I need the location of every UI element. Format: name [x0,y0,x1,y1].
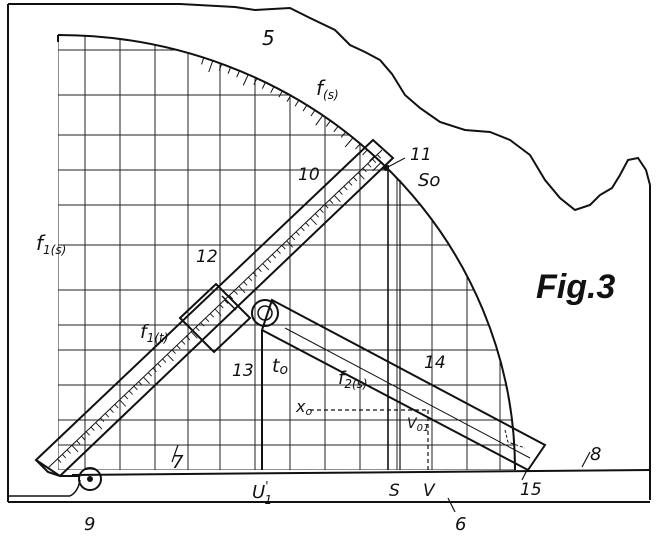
svg-text:f2(s): f2(s) [338,368,368,391]
label-9: 9 [84,514,95,535]
label-x0-sub: o [305,405,312,418]
svg-text:f(s): f(s) [316,76,339,102]
ruler-10 [34,138,395,478]
label-f-s-sub: (s) [323,88,339,102]
arc-scale [201,57,382,172]
svg-text:xo: xo [295,397,312,418]
slider-12 [178,282,252,354]
label-8: 8 [590,444,601,465]
label-7: 7 [172,452,184,473]
quadrant-grid [57,34,516,471]
label-t0-sub: o [279,362,288,378]
svg-text:U'1: U'1 [252,479,272,507]
label-x0: x [295,397,306,416]
label-13: 13 [232,361,254,381]
label-f1-s-sub: 1(s) [43,243,66,257]
svg-text:to: to [272,355,288,378]
pivot-13 [251,299,279,327]
label-10: 10 [298,165,320,185]
board-frame [7,3,651,502]
base-rail [8,469,651,503]
svg-text:f1(s): f1(s) [36,231,66,257]
label-S: S [389,481,400,501]
label-5: 5 [262,26,275,50]
labels: 5 6 7 8 9 10 11 12 13 14 15 f(s) f1(s) f… [36,26,615,535]
label-15: 15 [520,480,542,500]
label-f1-t: f [140,321,150,343]
label-f-s: f [316,76,326,100]
label-u1: U [252,482,265,503]
figure-title: Fig.3 [536,268,615,306]
leader-lines [171,444,591,513]
label-14: 14 [424,353,446,373]
label-f2-s: f [338,368,347,389]
label-12: 12 [196,247,218,267]
reference-verticals [261,165,429,470]
svg-text:V01: V01 [407,416,429,434]
label-f1-t-sub: 1(t) [147,331,169,345]
label-6: 6 [455,514,466,535]
label-f2-s-sub: 2(s) [344,377,367,391]
label-t0: t [272,355,281,377]
pivot-9 [78,467,102,491]
label-u1-sub: 1 [265,493,273,507]
label-11: 11 [410,145,432,165]
marker-11 [383,157,406,171]
svg-text:f1(t): f1(t) [140,321,168,345]
label-u1-prime: ' [265,479,268,493]
label-V: V [423,481,436,501]
label-f1-s: f [36,231,46,255]
label-v01-sub: 01 [417,423,430,434]
label-v01: V [407,416,418,432]
label-s0: So [418,170,440,191]
